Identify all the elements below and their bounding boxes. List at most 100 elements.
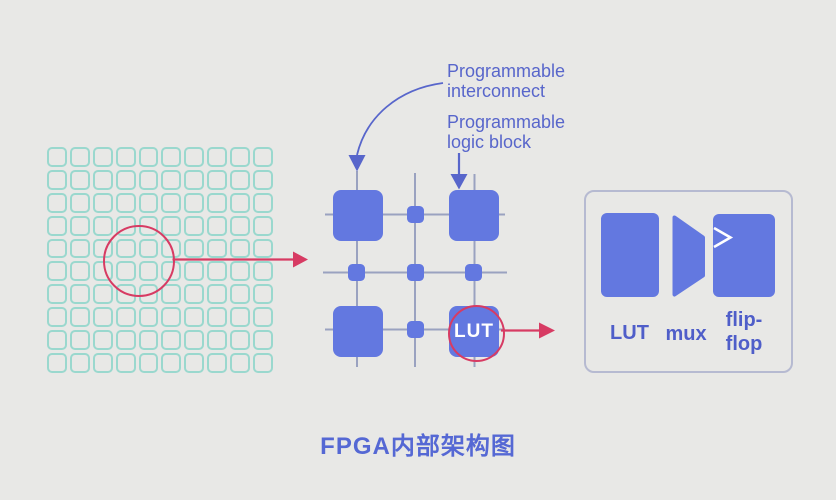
die-cell: [161, 353, 182, 373]
die-cell: [115, 192, 136, 213]
die-cell: [207, 192, 228, 213]
die-cell: [161, 284, 182, 305]
die-cell: [184, 169, 205, 190]
lut-label: LUT: [610, 322, 649, 344]
interconnect-switch: [348, 264, 365, 281]
die-cell: [138, 192, 159, 213]
die-cell: [253, 238, 273, 259]
die-cell: [69, 192, 90, 213]
die-cell: [230, 284, 251, 305]
clock-chevron-icon: [712, 227, 733, 249]
die-cell: [230, 330, 251, 351]
die-cell: [138, 169, 159, 190]
die-cell: [230, 215, 251, 236]
die-cell: [207, 215, 228, 236]
interconnect-pointer-arrow: [348, 82, 444, 172]
die-cell: [253, 192, 273, 213]
interconnect-switch: [406, 264, 424, 281]
die-cell: [69, 261, 90, 282]
interconnect-switch: [406, 206, 424, 223]
logic-block-label: Programmable logic block: [447, 112, 566, 152]
die-cell: [138, 330, 159, 351]
die-cell: [207, 284, 228, 305]
die-cell: [47, 192, 67, 213]
die-cell: [161, 307, 182, 328]
die-cell: [47, 238, 67, 259]
logic-block: [332, 189, 383, 241]
die-cell: [47, 330, 67, 351]
die-cell: [92, 307, 113, 328]
logic-block-pointer-arrow: [450, 153, 468, 190]
die-cell: [69, 330, 90, 351]
diagram-title: FPGA内部架构图: [320, 433, 516, 460]
die-cell: [161, 330, 182, 351]
lut-detail-panel: [584, 190, 793, 373]
die-cell: [161, 192, 182, 213]
die-cell: [47, 261, 67, 282]
die-cell: [207, 261, 228, 282]
die-cell: [69, 169, 90, 190]
die-cell: [138, 353, 159, 373]
die-cell: [184, 238, 205, 259]
interconnect-label: Programmable interconnect: [447, 61, 566, 101]
interconnect-switch: [406, 321, 424, 338]
lut-shape: [600, 213, 659, 297]
die-cell: [230, 261, 251, 282]
die-cell: [47, 307, 67, 328]
die-cell: [161, 147, 182, 167]
lut-highlight-circle: [447, 304, 505, 362]
die-cell: [184, 261, 205, 282]
mux-label: mux: [665, 323, 707, 345]
die-cell: [92, 147, 113, 167]
die-cell: [92, 330, 113, 351]
die-cell: [115, 169, 136, 190]
die-cell: [161, 169, 182, 190]
die-cell: [184, 215, 205, 236]
die-cell: [207, 238, 228, 259]
die-cell: [115, 307, 136, 328]
die-cell: [253, 169, 273, 190]
die-cell: [230, 353, 251, 373]
die-cell: [69, 284, 90, 305]
die-cell: [47, 169, 67, 190]
die-cell: [253, 284, 273, 305]
die-cell: [230, 147, 251, 167]
die-cell: [47, 215, 67, 236]
die-cell: [207, 330, 228, 351]
flipflop-label: flip- flop: [725, 309, 763, 355]
die-cell: [230, 192, 251, 213]
die-cell: [69, 147, 90, 167]
die-cell: [47, 353, 67, 373]
die-cell: [69, 215, 90, 236]
die-cell: [230, 169, 251, 190]
zoom-highlight-circle: [103, 225, 175, 297]
die-cell: [184, 307, 205, 328]
die-cell: [207, 147, 228, 167]
logic-block: [332, 306, 383, 357]
die-cell: [115, 353, 136, 373]
die-cell: [138, 147, 159, 167]
die-cell: [138, 307, 159, 328]
die-cell: [69, 307, 90, 328]
die-cell: [92, 215, 113, 236]
die-cell: [184, 330, 205, 351]
die-cell: [69, 238, 90, 259]
die-cell: [115, 330, 136, 351]
logic-block: [449, 189, 499, 241]
die-cell: [230, 307, 251, 328]
die-cell: [47, 147, 67, 167]
flipflop-shape: [712, 213, 775, 297]
die-cell: [184, 192, 205, 213]
die-cell: [207, 307, 228, 328]
die-cell: [230, 238, 251, 259]
interconnect-switch: [465, 264, 482, 281]
die-cell: [184, 284, 205, 305]
die-cell: [184, 353, 205, 373]
die-cell: [92, 284, 113, 305]
die-cell: [161, 215, 182, 236]
die-cell: [253, 353, 273, 373]
die-cell: [92, 192, 113, 213]
die-cell: [69, 353, 90, 373]
die-cell: [253, 147, 273, 167]
